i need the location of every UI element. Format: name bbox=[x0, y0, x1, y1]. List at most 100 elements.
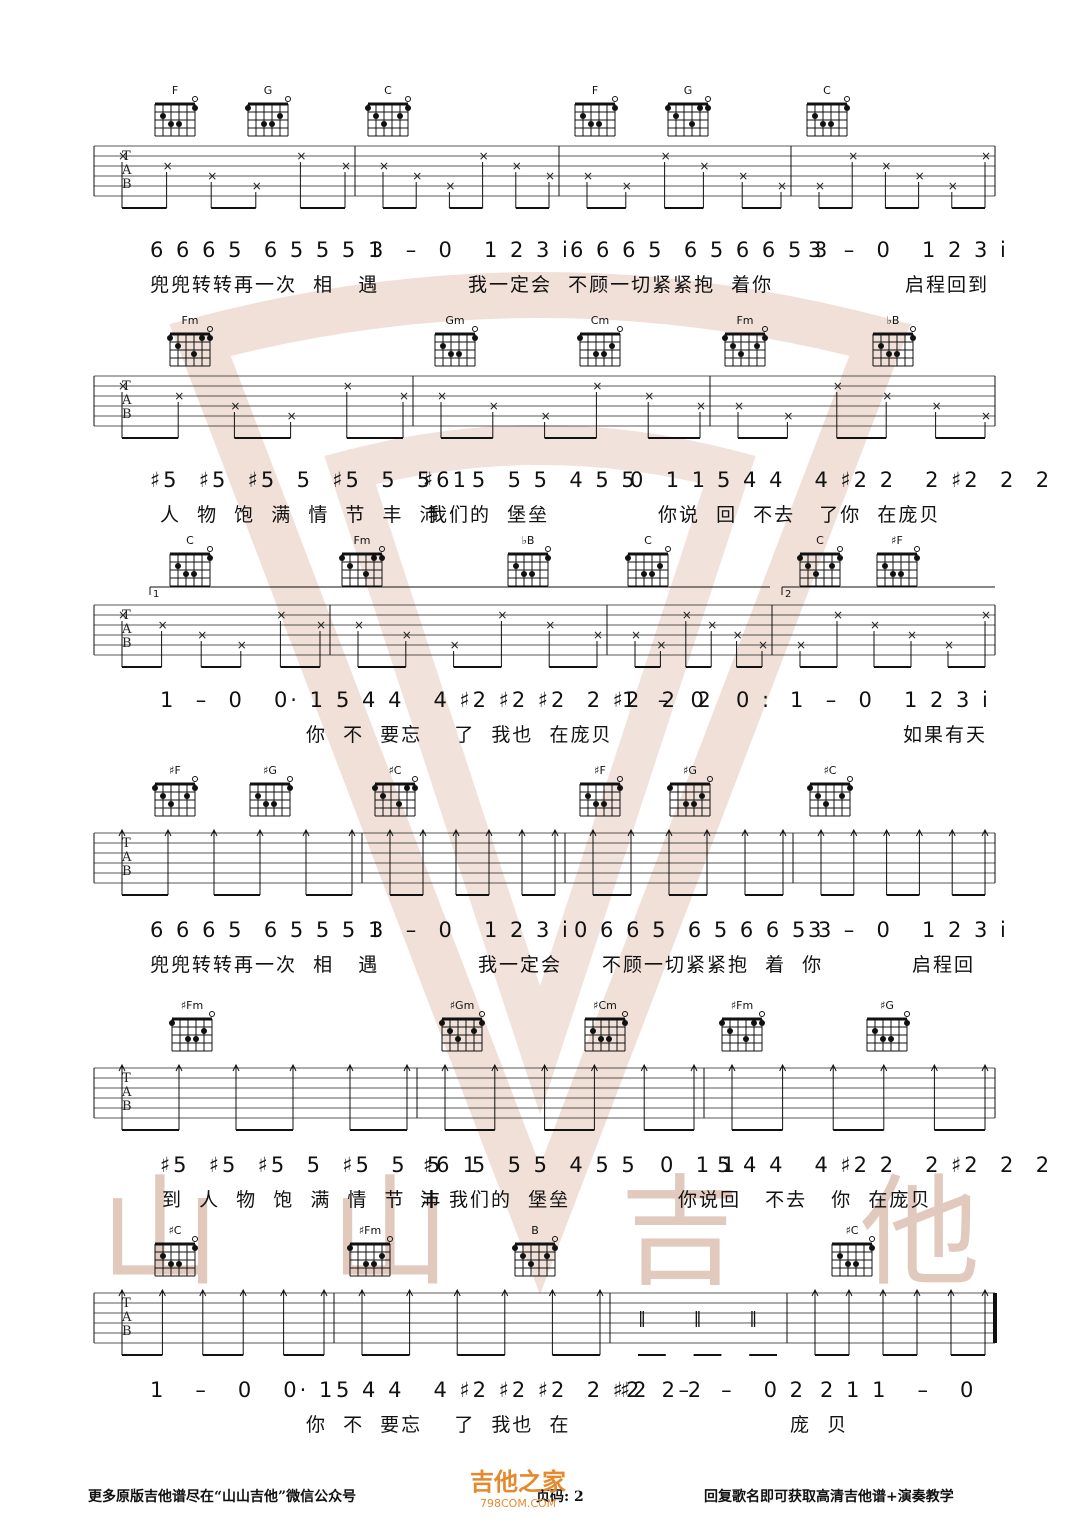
chord-diagram: G bbox=[665, 84, 711, 137]
chord-name: Gm bbox=[445, 314, 464, 327]
svg-text:×: × bbox=[622, 179, 632, 193]
svg-text:×: × bbox=[948, 179, 958, 193]
chord-diagram: ♯Fm bbox=[169, 999, 215, 1052]
chord-diagram: C bbox=[625, 534, 671, 587]
svg-text:×: × bbox=[163, 159, 173, 173]
chord-diagram: ♯C bbox=[831, 1224, 875, 1277]
chord-diagram: Gm bbox=[434, 314, 478, 367]
tab-clef-letter: T bbox=[122, 379, 131, 394]
svg-text:×: × bbox=[207, 169, 217, 183]
chord-name: Fm bbox=[736, 314, 753, 327]
svg-text:×: × bbox=[545, 169, 555, 183]
lyric-phrase: 兜兜转转再一次 相 遇 bbox=[150, 274, 380, 296]
chord-diagram: ♯Cm bbox=[584, 999, 628, 1052]
chord-diagram: ♯Fm bbox=[347, 1224, 393, 1277]
measure-notes: 0 1 1 bbox=[630, 468, 709, 492]
svg-text:×: × bbox=[445, 179, 455, 193]
chord-name: ♯Gm bbox=[450, 999, 475, 1012]
measure-notes: 6 6 6 5 6 5 5 5 1 bbox=[150, 918, 385, 942]
chord-name: F bbox=[172, 84, 178, 97]
svg-text:×: × bbox=[777, 179, 787, 193]
svg-text:×: × bbox=[118, 379, 128, 393]
svg-text:×: × bbox=[699, 159, 709, 173]
lyrics-row: 人 物 饱 满 情 节 丰 沛我们的 堡垒你说 回 不去 了你 在庞贝 bbox=[0, 500, 1080, 530]
tab-clef-letter: A bbox=[121, 393, 132, 408]
svg-text:×: × bbox=[848, 149, 858, 163]
measure-notes: 0 1 1 bbox=[660, 1153, 739, 1177]
measure-notes: 5 4 4 4 ♯2 2 2 ♯2 2 2 bbox=[717, 1153, 1053, 1177]
tab-clef-letter: B bbox=[122, 1099, 132, 1114]
svg-text:×: × bbox=[796, 638, 806, 652]
measure-notes: ♯5 ♯5 ♯5 5 ♯5 5 5 1 bbox=[160, 1153, 479, 1177]
svg-text:×: × bbox=[276, 608, 286, 622]
measure-notes: 5 4 4 4 ♯2 ♯2 ♯2 2 ♯2 2 2 bbox=[336, 1378, 705, 1402]
chord-diagram: ♯Fm bbox=[719, 999, 765, 1052]
svg-text:×: × bbox=[815, 179, 825, 193]
chord-diagram: Cm bbox=[577, 314, 623, 367]
chord-name: G bbox=[684, 84, 693, 97]
lyric-phrase: 不顾一切紧紧抱 着 你 bbox=[602, 954, 824, 976]
svg-text:×: × bbox=[479, 149, 489, 163]
svg-text:×: × bbox=[907, 628, 917, 642]
svg-text:×: × bbox=[833, 608, 843, 622]
measure-notes: 6 6 6 5 6 5 5 5 1 bbox=[150, 238, 385, 262]
chord-name: F bbox=[592, 84, 598, 97]
svg-text:×: × bbox=[593, 628, 603, 642]
chord-name: ♯F bbox=[594, 764, 606, 777]
measure-notes: ♯2 – – 0 2 bbox=[620, 1378, 806, 1402]
measure-notes: 0 6 6 5 6 5 6 6 5 3 bbox=[574, 918, 835, 942]
lyric-phrase: 我们的 堡垒 bbox=[428, 504, 550, 526]
watermark-char-3: 吉 bbox=[620, 1164, 740, 1303]
chord-diagram: ♯G bbox=[667, 764, 713, 817]
svg-text:×: × bbox=[583, 169, 593, 183]
tab-staff: TAB bbox=[93, 828, 996, 896]
svg-text:×: × bbox=[545, 618, 555, 632]
site-logo-title: 吉他之家 bbox=[470, 1467, 566, 1496]
svg-text:×: × bbox=[158, 618, 168, 632]
svg-text:×: × bbox=[343, 379, 353, 393]
chord-diagram: Fm bbox=[339, 534, 385, 587]
chord-diagram: F bbox=[574, 84, 618, 137]
chord-diagram: F bbox=[154, 84, 198, 137]
chord-name: Fm bbox=[353, 534, 370, 547]
measure-notes: 2 1 1 – 0 bbox=[820, 1378, 977, 1402]
chord-name: ♭B bbox=[522, 534, 535, 547]
chord-diagram: ♭B bbox=[872, 314, 916, 367]
svg-text:×: × bbox=[237, 638, 247, 652]
chord-name: ♯C bbox=[823, 764, 836, 777]
measure-notes: 1 – 0 0· 1 bbox=[150, 1378, 336, 1402]
tab-staff: TAB×××××××××××××××××× bbox=[93, 375, 996, 439]
chord-name: ♯Fm bbox=[731, 999, 753, 1012]
footer-left-text: 更多原版吉他谱尽在“山山吉他”微信公众号 bbox=[88, 1489, 357, 1505]
tab-clef-letter: B bbox=[122, 1324, 132, 1339]
tab-staff: TAB×××××××××××××××××××××××× bbox=[93, 145, 996, 209]
chord-name: C bbox=[816, 534, 824, 547]
lyric-phrase: 你 不 要忘 了 我也 在 bbox=[306, 1414, 571, 1436]
chord-diagram: B bbox=[512, 1224, 558, 1277]
site-logo: 吉他之家 798COM.COM bbox=[470, 1462, 630, 1522]
chord-name: ♯G bbox=[263, 764, 277, 777]
measure-notes: 1 – 0 0 : bbox=[622, 688, 773, 712]
svg-text:×: × bbox=[981, 409, 991, 423]
chord-name: C bbox=[644, 534, 652, 547]
chord-diagram: Fm bbox=[167, 314, 213, 367]
tab-staff: TAB bbox=[93, 1063, 996, 1131]
svg-text:×: × bbox=[783, 409, 793, 423]
tab-clef-letter: B bbox=[122, 864, 132, 879]
svg-text:×: × bbox=[932, 399, 942, 413]
chord-diagram: ♯F bbox=[579, 764, 623, 817]
svg-text:×: × bbox=[882, 389, 892, 403]
